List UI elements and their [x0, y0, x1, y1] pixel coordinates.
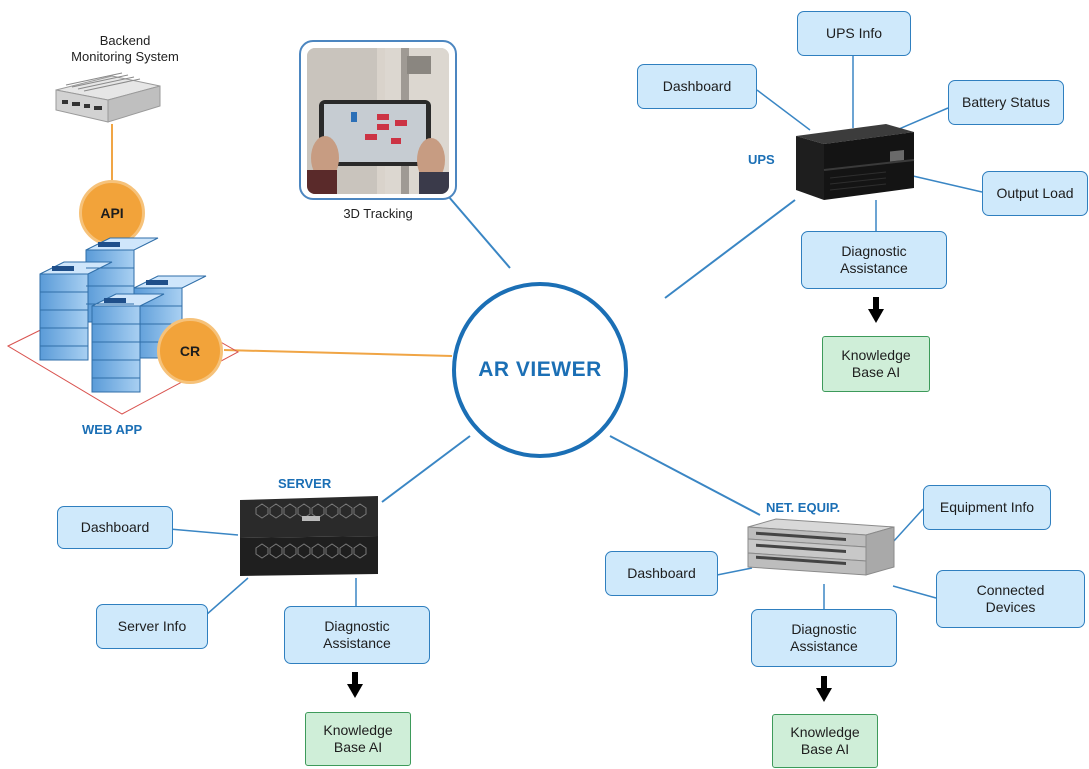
ar-viewer-label: AR VIEWER	[478, 358, 602, 381]
equipment-info-box: Equipment Info	[923, 485, 1051, 530]
api-node: API	[79, 180, 145, 246]
connected-devices-line2: Devices	[985, 599, 1036, 615]
net-knowledge-box: Knowledge Base AI	[772, 714, 878, 768]
ups-device-icon	[796, 124, 915, 200]
ups-diagnostic-line2: Assistance	[840, 260, 908, 276]
api-label: API	[100, 205, 124, 221]
server-device-icon	[240, 496, 378, 576]
connected-devices-box: Connected Devices	[936, 570, 1085, 628]
net-diagnostic-line2: Assistance	[790, 638, 858, 654]
server-dashboard-label: Dashboard	[80, 519, 150, 535]
ups-diagnostic-line1: Diagnostic	[841, 243, 907, 259]
web-app-servers-icon	[39, 237, 207, 393]
network-switch-icon	[747, 518, 895, 576]
tracking-photo-frame	[299, 40, 457, 200]
backend-label-line1: Backend	[99, 33, 151, 48]
ups-diagnostic-box: Diagnostic Assistance	[801, 231, 947, 289]
server-knowledge-box: Knowledge Base AI	[305, 712, 411, 766]
net-dashboard-label: Dashboard	[627, 565, 696, 581]
ups-dashboard-box: Dashboard	[637, 64, 757, 109]
backend-label-line2: Monitoring System	[71, 49, 179, 64]
server-knowledge-line1: Knowledge	[323, 722, 393, 738]
server-info-box: Server Info	[96, 604, 208, 649]
ups-label: UPS	[748, 152, 775, 167]
battery-status-label: Battery Status	[962, 94, 1050, 110]
net-diagnostic-box: Diagnostic Assistance	[751, 609, 897, 667]
ups-dashboard-label: Dashboard	[662, 78, 732, 94]
ups-info-box: UPS Info	[797, 11, 911, 56]
backend-pc-icon	[55, 72, 161, 123]
server-knowledge-line2: Base AI	[333, 739, 383, 755]
output-load-label: Output Load	[996, 185, 1074, 201]
net-diagnostic-line1: Diagnostic	[791, 621, 857, 637]
ups-knowledge-box: Knowledge Base AI	[822, 336, 930, 392]
backend-label: Backend Monitoring System	[60, 33, 190, 65]
output-load-box: Output Load	[982, 171, 1088, 216]
net-equip-label: NET. EQUIP.	[766, 500, 841, 515]
battery-status-box: Battery Status	[948, 80, 1064, 125]
net-knowledge-line2: Base AI	[800, 741, 850, 757]
server-info-label: Server Info	[117, 618, 187, 634]
equipment-info-label: Equipment Info	[939, 499, 1035, 515]
web-app-label: WEB APP	[82, 422, 143, 437]
server-label: SERVER	[278, 476, 332, 491]
cr-node: CR	[157, 318, 223, 384]
tracking-label: 3D Tracking	[343, 206, 413, 221]
server-diagnostic-box: Diagnostic Assistance	[284, 606, 430, 664]
server-diagnostic-line2: Assistance	[323, 635, 391, 651]
ups-knowledge-line1: Knowledge	[841, 347, 911, 363]
ar-viewer-hub: AR VIEWER	[452, 282, 628, 458]
net-knowledge-line1: Knowledge	[790, 724, 860, 740]
tablet-ar-photo	[307, 48, 449, 194]
ups-info-label: UPS Info	[825, 25, 883, 41]
ups-knowledge-line2: Base AI	[851, 364, 901, 380]
net-dashboard-box: Dashboard	[605, 551, 718, 596]
connected-devices-line1: Connected	[976, 582, 1045, 598]
server-diagnostic-line1: Diagnostic	[324, 618, 390, 634]
server-dashboard-box: Dashboard	[57, 506, 173, 549]
cr-label: CR	[179, 343, 201, 359]
